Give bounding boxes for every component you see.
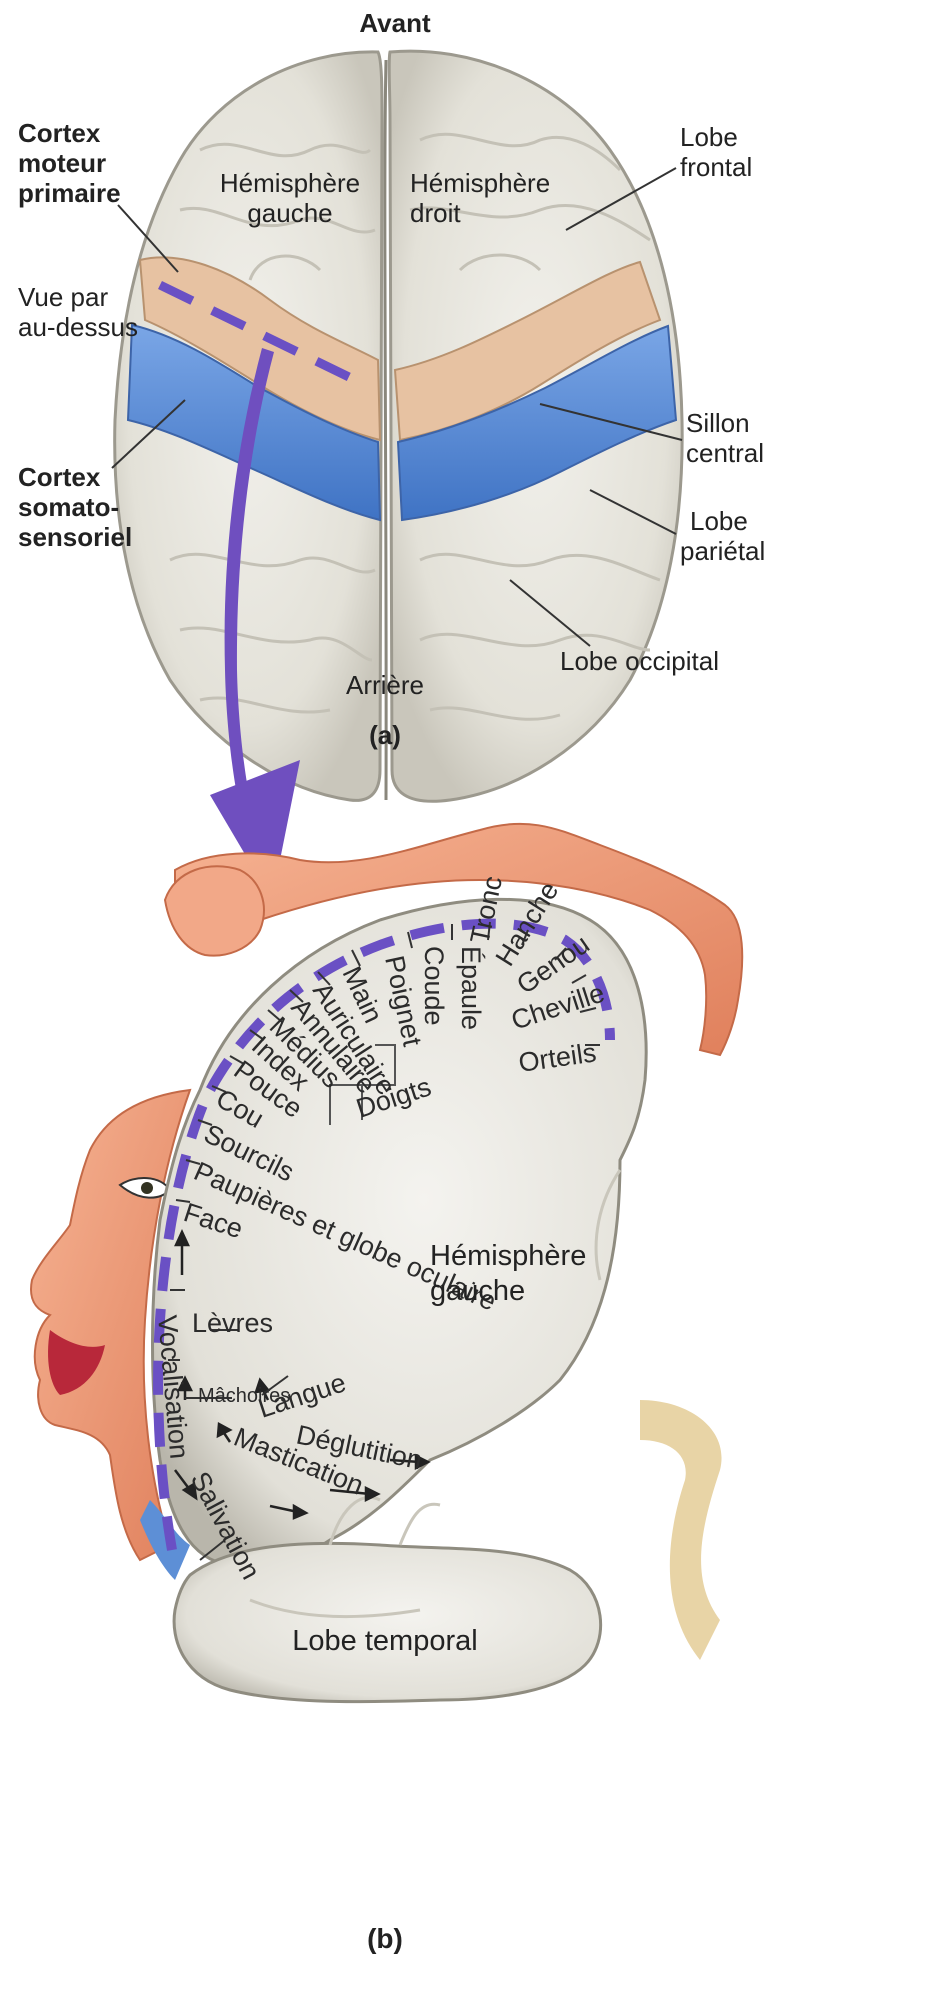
left-hemisphere-line1: Hémisphère: [220, 168, 360, 198]
parietal-lobe-line1: Lobe: [690, 506, 748, 536]
motor-cortex-line2: moteur: [18, 148, 106, 178]
right-hemisphere-line2: droit: [410, 198, 461, 228]
central-sulcus-line2: central: [686, 438, 764, 468]
view-line1: Vue par: [18, 282, 108, 312]
label-frontal-lobe: Lobe frontal: [680, 122, 752, 182]
cut-surface-strip: [640, 1400, 722, 1660]
central-sulcus-line1: Sillon: [686, 408, 750, 438]
label-front: Avant: [359, 8, 431, 38]
label-parietal-lobe: Lobe pariétal: [680, 506, 765, 566]
somatosensory-line1: Cortex: [18, 462, 101, 492]
motor-cortex-line1: Cortex: [18, 118, 101, 148]
somatosensory-line3: sensoriel: [18, 522, 132, 552]
label-back: Arrière: [346, 670, 424, 700]
label-view: Vue par au-dessus: [18, 282, 138, 342]
view-line2: au-dessus: [18, 312, 138, 342]
hemisphere-b-line1: Hémisphère: [430, 1240, 586, 1272]
caption-a: (a): [369, 720, 401, 750]
left-hemisphere-line2: gauche: [247, 198, 332, 228]
caption-b: (b): [367, 1923, 403, 1954]
right-hemisphere-line1: Hémisphère: [410, 168, 550, 198]
label-lips: Lèvres: [192, 1308, 273, 1338]
label-central-sulcus: Sillon central: [686, 408, 764, 468]
label-elbow: Coude: [419, 946, 449, 1026]
label-temporal-lobe: Lobe temporal: [292, 1625, 477, 1657]
frontal-lobe-line2: frontal: [680, 152, 752, 182]
frontal-lobe-line1: Lobe: [680, 122, 738, 152]
label-shoulder: Épaule: [456, 946, 486, 1030]
hemisphere-b-line2: gauche: [430, 1275, 525, 1307]
label-occipital-lobe: Lobe occipital: [560, 646, 719, 676]
motor-cortex-line3: primaire: [18, 178, 121, 208]
parietal-lobe-line2: pariétal: [680, 536, 765, 566]
somatosensory-line2: somato-: [18, 492, 119, 522]
label-motor-cortex: Cortex moteur primaire: [18, 118, 121, 208]
